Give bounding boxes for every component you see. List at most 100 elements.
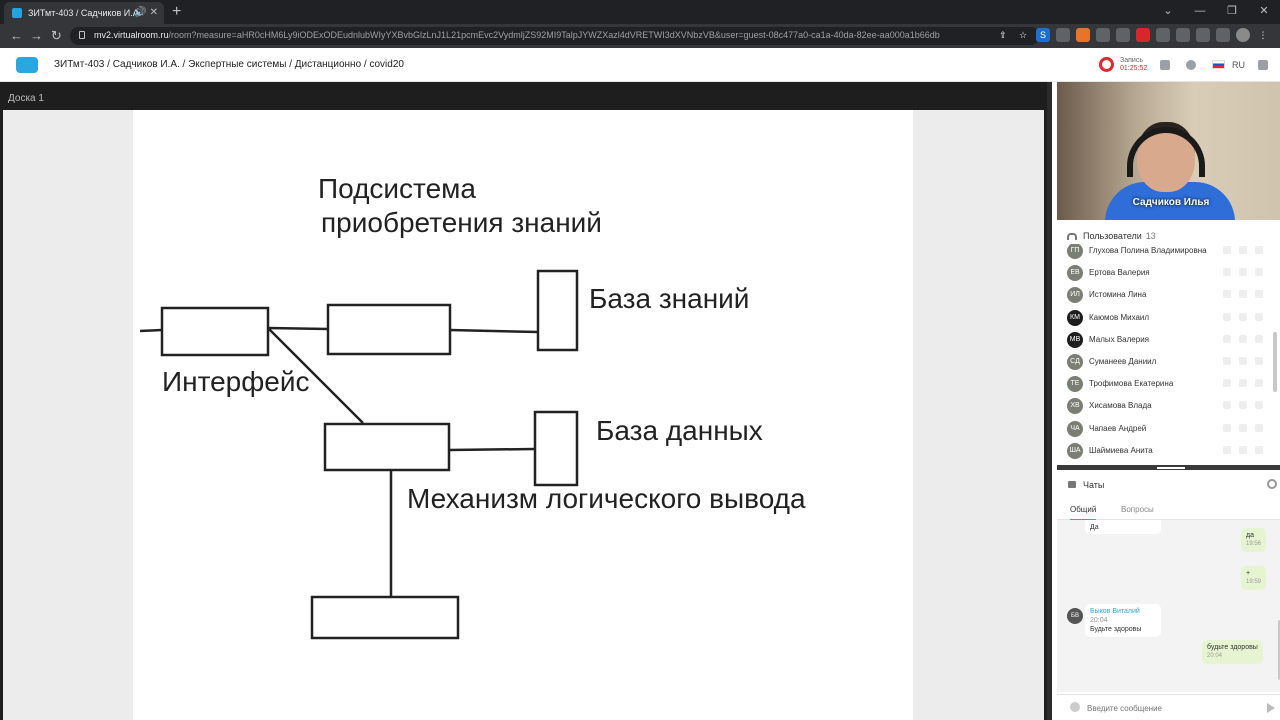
divider-handle[interactable] (1157, 467, 1185, 469)
screen-icon[interactable] (1255, 290, 1263, 299)
emoji-icon[interactable] (1070, 702, 1080, 712)
mic-icon[interactable] (1223, 357, 1231, 365)
language-selector[interactable]: RU (1232, 60, 1245, 70)
panel-divider[interactable] (1057, 465, 1280, 470)
mic-icon[interactable] (1223, 268, 1231, 277)
bookmark-star-icon[interactable]: ☆ (1018, 30, 1028, 40)
camera-icon[interactable] (1239, 423, 1247, 432)
extension-tag-icon[interactable] (1176, 28, 1190, 42)
russian-flag-icon[interactable] (1212, 60, 1225, 69)
screen-icon[interactable] (1255, 312, 1263, 321)
mic-icon[interactable] (1223, 401, 1231, 410)
extensions-puzzle-icon[interactable] (1196, 28, 1210, 42)
recording-icon[interactable] (1099, 57, 1114, 72)
info-icon[interactable] (1186, 60, 1196, 70)
folder-icon[interactable] (1160, 60, 1170, 70)
url-field[interactable]: mv2.virtualroom.ru/room?measure=aHR0cHM6… (70, 27, 1040, 45)
mic-icon[interactable] (1223, 379, 1231, 388)
extension-translate-icon[interactable] (1116, 28, 1130, 42)
camera-icon[interactable] (1239, 445, 1247, 454)
sidepanel-icon[interactable] (1216, 28, 1230, 42)
avatar: ХВ (1067, 398, 1083, 415)
camera-icon[interactable] (1239, 357, 1247, 365)
minimize-icon[interactable]: — (1194, 5, 1206, 17)
mic-icon[interactable] (1223, 246, 1231, 254)
board-tab-label[interactable]: Доска 1 (8, 93, 44, 104)
screen-icon[interactable] (1255, 401, 1263, 410)
exit-icon[interactable] (1258, 60, 1268, 70)
gear-icon[interactable] (1267, 479, 1277, 489)
browser-tab[interactable]: ЗИТмт-403 / Садчиков И.А. 🔊 ✕ (4, 2, 164, 24)
message-sender[interactable]: Быков Виталий (1090, 608, 1140, 615)
users-scrollbar[interactable] (1273, 332, 1277, 392)
screen-icon[interactable] (1255, 379, 1263, 388)
chats-header[interactable]: Чаты (1057, 476, 1280, 496)
camera-icon[interactable] (1239, 268, 1247, 277)
avatar: МВ (1067, 331, 1083, 348)
extension-red-icon[interactable] (1136, 28, 1150, 42)
presenter-video[interactable]: Садчиков Илья (1057, 82, 1280, 220)
camera-icon[interactable] (1239, 379, 1247, 388)
mic-icon[interactable] (1223, 334, 1231, 343)
avatar: ГП (1067, 244, 1083, 259)
breadcrumb: ЗИТмт-403 / Садчиков И.А. / Экспертные с… (54, 59, 404, 70)
close-window-icon[interactable]: ✕ (1259, 5, 1269, 17)
forward-icon[interactable]: → (30, 28, 43, 43)
mic-icon[interactable] (1223, 445, 1231, 454)
reload-icon[interactable]: ↻ (51, 28, 62, 43)
mic-icon[interactable] (1223, 423, 1231, 432)
maximize-icon[interactable]: ❐ (1227, 5, 1237, 17)
screen-icon[interactable] (1255, 246, 1263, 254)
screen-icon[interactable] (1255, 334, 1263, 343)
chat-input-bar (1057, 694, 1280, 720)
camera-icon[interactable] (1239, 312, 1247, 321)
camera-icon[interactable] (1239, 334, 1247, 343)
chat-scrollbar[interactable] (1278, 620, 1280, 680)
virtualroom-logo-icon[interactable] (16, 57, 38, 73)
mic-icon[interactable] (1223, 312, 1231, 321)
screen-icon[interactable] (1255, 423, 1263, 432)
extension-s-icon[interactable]: S (1036, 28, 1050, 42)
new-tab-button[interactable]: + (172, 3, 182, 20)
user-controls (1223, 445, 1269, 454)
extension-copy-icon[interactable] (1156, 28, 1170, 42)
mic-icon[interactable] (1223, 290, 1231, 299)
tab-questions[interactable]: Вопросы (1121, 505, 1154, 514)
send-icon[interactable] (1267, 703, 1275, 713)
user-name: Истомина Лина (1089, 290, 1147, 300)
tab-general[interactable]: Общий (1070, 505, 1097, 521)
browser-menu-icon[interactable]: ⋮ (1258, 30, 1268, 40)
share-icon[interactable]: ⇪ (999, 30, 1007, 40)
extension-fox-icon[interactable] (1076, 28, 1090, 42)
extension-mail-icon[interactable] (1096, 28, 1110, 42)
message-text: Да (1090, 524, 1099, 531)
user-controls (1223, 357, 1269, 365)
tab-search-icon[interactable]: ⌄ (1163, 5, 1173, 17)
screen-icon[interactable] (1255, 357, 1263, 365)
inference-engine-box (323, 422, 451, 472)
profile-avatar-icon[interactable] (1236, 28, 1250, 42)
message-text: + (1246, 570, 1251, 577)
extension-pen-icon[interactable] (1056, 28, 1070, 42)
camera-icon[interactable] (1239, 401, 1247, 410)
message-text: Будьте здоровы (1090, 626, 1142, 633)
message-input[interactable] (1087, 700, 1257, 716)
whiteboard-slide[interactable]: Подсистема приобретения знаний База знан… (133, 110, 913, 720)
camera-icon[interactable] (1239, 290, 1247, 299)
screen-icon[interactable] (1255, 268, 1263, 277)
screen-icon[interactable] (1255, 445, 1263, 454)
camera-icon[interactable] (1239, 246, 1247, 254)
back-icon[interactable]: ← (10, 28, 23, 43)
close-tab-icon[interactable]: 🔊 ✕ (134, 7, 158, 18)
